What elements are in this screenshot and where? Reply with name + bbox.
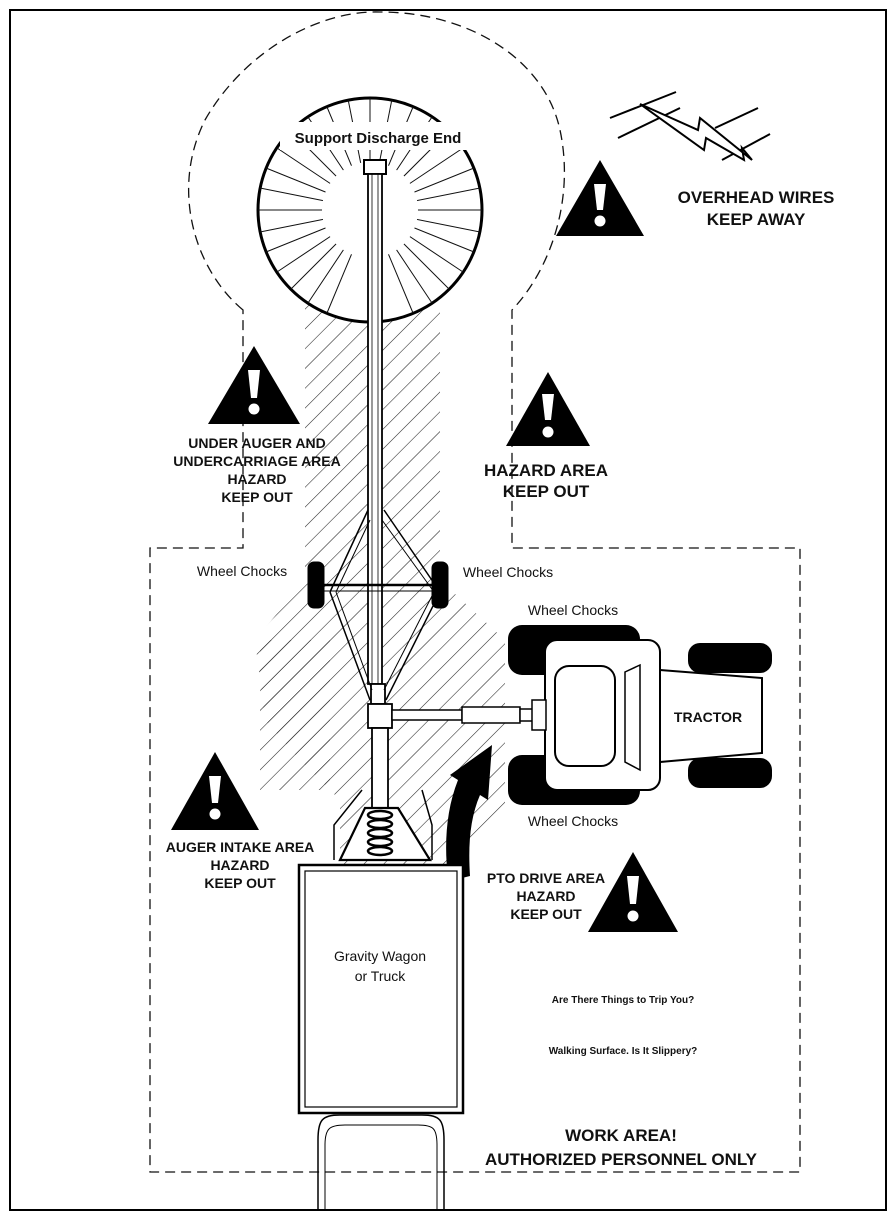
undercarriage [307,509,449,701]
warning-triangle-icon [171,752,259,830]
wheel-chocks-right-label: Wheel Chocks [463,564,553,580]
pto-drive-label-line2: HAZARD [516,888,575,904]
hazard-area-label-line1: HAZARD AREA [484,461,608,480]
hazard-area-label-line2: KEEP OUT [503,482,590,501]
warning-triangle-icon [506,372,590,446]
work-area-label-line2: AUTHORIZED PERSONNEL ONLY [485,1150,758,1169]
pto-drive-label-line3: KEEP OUT [510,906,582,922]
auger-intake-label-line2: HAZARD [210,857,269,873]
wheel-chocks-left-label: Wheel Chocks [197,563,287,579]
pto-drive-label-line1: PTO DRIVE AREA [487,870,605,886]
overhead-wires-label-line1: OVERHEAD WIRES [678,188,835,207]
slippery-surface-label: Walking Surface. Is It Slippery? [549,1046,698,1057]
trip-hazard-label: Are There Things to Trip You? [552,995,694,1006]
auger-intake-label-line1: AUGER INTAKE AREA [166,839,315,855]
work-area-label-line1: WORK AREA! [565,1126,677,1145]
auger-intake-label-line3: KEEP OUT [204,875,276,891]
gravity-wagon [297,863,465,1210]
wagon-label-line1: Gravity Wagon [334,948,426,964]
support-discharge-label: Support Discharge End [295,130,462,147]
tractor-label: TRACTOR [674,709,742,725]
wheel-chocks-tractor-bottom-label: Wheel Chocks [528,813,618,829]
rotation-arrow-icon [446,745,492,878]
warning-triangle-icon [556,160,644,236]
pto-shaft [391,706,539,724]
under-auger-label-line2: UNDERCARRIAGE AREA [173,453,341,469]
page-border [9,9,887,1211]
warning-triangle-icon [208,346,300,424]
hazard-boundary [149,11,801,1173]
under-auger-label-line3: HAZARD [227,471,286,487]
wheel-chocks-tractor-top-label: Wheel Chocks [528,602,618,618]
under-auger-label-line1: UNDER AUGER AND [188,435,325,451]
warning-triangle-icon [588,852,678,932]
tractor [508,625,772,805]
under-auger-label-line4: KEEP OUT [221,489,293,505]
overhead-wires-label-line2: KEEP AWAY [707,210,806,229]
overhead-wires-icon [609,91,771,162]
intake-hopper [333,789,433,862]
wagon-label-line2: or Truck [355,968,407,984]
